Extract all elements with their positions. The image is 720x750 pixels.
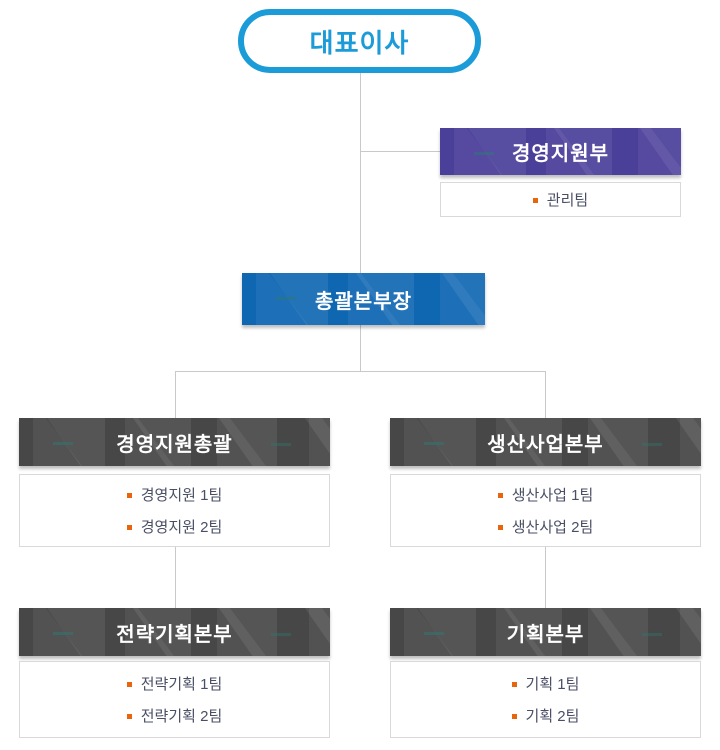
list-item: 기획 1팀 [511,673,580,694]
team-label: 생산사업 2팀 [511,519,594,536]
production-business-division-team-list: 생산사업 1팀 생산사업 2팀 [390,474,701,547]
connector-right-branch [545,371,546,418]
bullet-icon [511,713,517,719]
strategic-planning-division-label: 전략기획본부 [116,623,233,646]
connector-branch-support-dept [360,151,440,152]
list-item: 생산사업 2팀 [497,516,594,537]
team-label: 기획 1팀 [525,676,580,693]
team-label: 전략기획 2팀 [140,708,223,725]
list-item: 기획 2팀 [511,705,580,726]
list-item: 경영지원 2팀 [126,516,223,537]
planning-division-team-list: 기획 1팀 기획 2팀 [390,661,701,738]
connector-left-lower [175,547,176,608]
connector-general-down [360,325,361,371]
list-item: 전략기획 2팀 [126,705,223,726]
bullet-icon [532,197,538,203]
bullet-icon [126,492,132,498]
general-division-head-label: 총괄본부장 [315,290,412,313]
connector-ceo-to-general [360,73,361,273]
team-label: 생산사업 1팀 [511,487,594,504]
connector-left-branch [175,371,176,418]
bullet-icon [497,524,503,530]
management-support-dept-label: 경영지원부 [512,143,609,165]
node-general-division-head: 총괄본부장 [242,273,485,325]
bullet-icon [511,681,517,687]
strategic-planning-division-team-list: 전략기획 1팀 전략기획 2팀 [19,661,330,738]
team-label: 기획 2팀 [525,708,580,725]
team-label: 경영지원 1팀 [140,487,223,504]
production-business-division-label: 생산사업본부 [487,433,604,456]
bullet-icon [126,713,132,719]
team-label: 경영지원 2팀 [140,519,223,536]
bullet-icon [126,524,132,530]
management-support-dept-team-list: 관리팀 [440,182,681,217]
list-item: 전략기획 1팀 [126,673,223,694]
node-strategic-planning-division: 전략기획본부 [19,608,330,656]
node-management-support-dept: 경영지원부 [440,128,681,175]
bullet-icon [497,492,503,498]
management-support-division-team-list: 경영지원 1팀 경영지원 2팀 [19,474,330,547]
team-label: 관리팀 [546,192,589,209]
bullet-icon [126,681,132,687]
ceo-label: 대표이사 [309,27,410,58]
node-management-support-division: 경영지원총괄 [19,418,330,466]
planning-division-label: 기획본부 [506,623,585,646]
node-planning-division: 기획본부 [390,608,701,656]
list-item: 경영지원 1팀 [126,484,223,505]
management-support-division-label: 경영지원총괄 [116,433,233,456]
connector-split-bar [175,371,546,372]
team-label: 전략기획 1팀 [140,676,223,693]
node-production-business-division: 생산사업본부 [390,418,701,466]
list-item: 관리팀 [532,189,589,210]
connector-right-lower [545,547,546,608]
node-ceo: 대표이사 [238,9,481,73]
list-item: 생산사업 1팀 [497,484,594,505]
